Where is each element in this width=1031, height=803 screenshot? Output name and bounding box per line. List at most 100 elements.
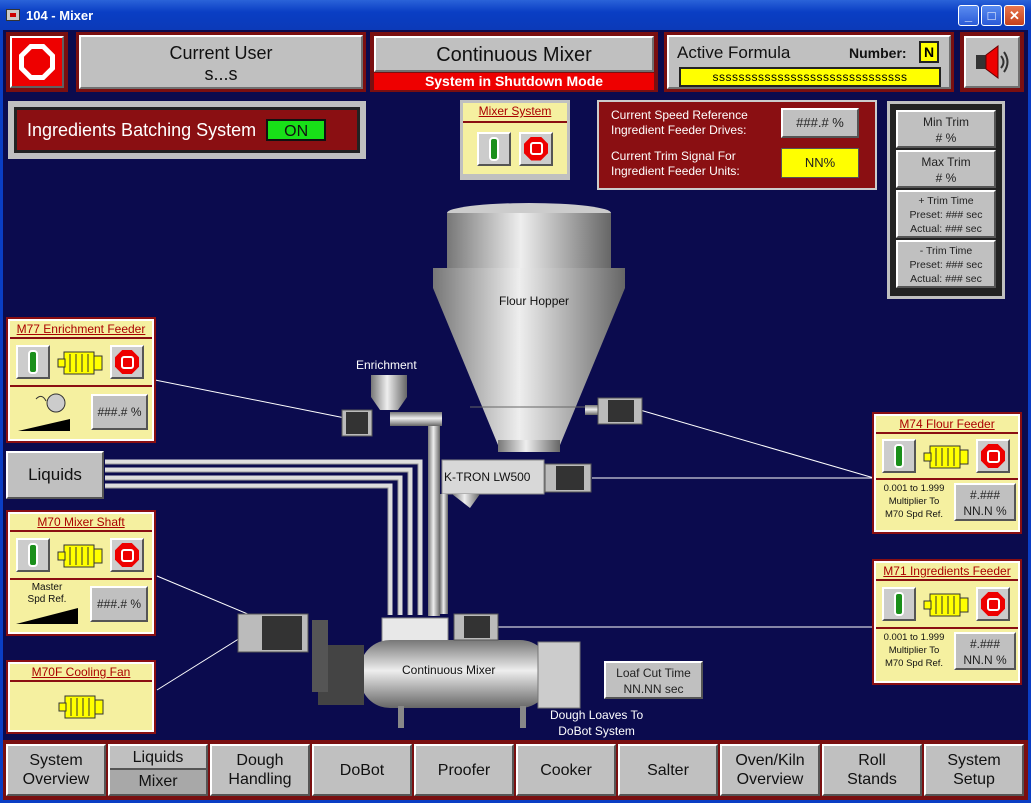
alarm-horn-button[interactable] xyxy=(964,36,1020,88)
m71-mult-label-2: Multiplier To xyxy=(888,645,940,656)
minus-trim-label: - Trim Time xyxy=(919,245,973,257)
batching-status-indicator[interactable]: ON xyxy=(266,119,327,141)
m74-start-button[interactable] xyxy=(882,439,916,473)
loaf-cut-time-button[interactable]: Loaf Cut Time NN.NN sec xyxy=(604,661,703,699)
ktron-label: K-TRON LW500 xyxy=(444,470,531,484)
dough-loaves-label-2: DoBot System xyxy=(558,724,635,738)
start-icon xyxy=(489,136,499,161)
m74-mult-label-1: 0.001 to 1.999 xyxy=(883,483,945,494)
m77-speed-value[interactable]: ###.# % xyxy=(90,394,148,430)
nav-label: DoBot xyxy=(339,761,385,779)
current-user-label: Current User xyxy=(169,43,273,63)
loaf-cut-value: NN.NN sec xyxy=(623,682,684,696)
nav-label: Roll xyxy=(858,752,886,769)
formula-number-field[interactable]: N xyxy=(919,41,939,63)
m71-multiplier-value[interactable]: #.### NN.N % xyxy=(954,631,1016,670)
m70-ref-label-1: Master xyxy=(31,582,63,593)
start-icon xyxy=(28,350,38,374)
nav-salter[interactable]: Salter xyxy=(618,744,718,796)
m74-multiplier: #.### xyxy=(969,487,1001,502)
nav-liquids[interactable]: Liquids xyxy=(110,746,206,770)
m70-speed-value[interactable]: ###.# % xyxy=(90,586,148,622)
m74-title[interactable]: M74 Flour Feeder xyxy=(876,416,1018,434)
maximize-icon[interactable]: □ xyxy=(981,5,1002,26)
close-icon[interactable]: ✕ xyxy=(1004,5,1025,26)
alarm-horn-panel xyxy=(960,32,1024,92)
start-icon xyxy=(894,444,904,468)
stop-icon xyxy=(981,444,1005,468)
m71-multiplier: #.### xyxy=(969,636,1001,651)
m74-panel: M74 Flour Feeder 0.001 to 1.999 Multipli… xyxy=(872,412,1022,534)
max-trim-button[interactable]: Max Trim# % xyxy=(896,150,996,188)
m74-mult-label-3: M70 Spd Ref. xyxy=(884,509,944,520)
m74-connector-line xyxy=(639,409,875,479)
nav-label: Cooker xyxy=(540,761,592,779)
trim-signal-value: NN% xyxy=(781,148,859,178)
liquid-pipes xyxy=(105,459,423,615)
flour-hopper xyxy=(433,203,625,452)
m70f-title[interactable]: M70F Cooling Fan xyxy=(10,664,152,682)
m70-panel: M70 Mixer Shaft Master Spd Ref. ###.# % xyxy=(6,510,156,636)
trim-signal-label-1: Current Trim Signal For xyxy=(611,149,736,163)
nav-dobot[interactable]: DoBot xyxy=(312,744,412,796)
nav-label: Dough xyxy=(236,752,284,769)
formula-name-field[interactable]: ssssssssssssssssssssssssssssss xyxy=(679,67,941,87)
m77-stop-button[interactable] xyxy=(110,345,144,379)
m70-stop-button[interactable] xyxy=(110,538,144,572)
dough-loaves-label-1: Dough Loaves To xyxy=(550,708,644,722)
stop-icon xyxy=(981,592,1005,616)
m74-stop-button[interactable] xyxy=(976,439,1010,473)
batching-system-panel: Ingredients Batching System ON xyxy=(8,101,366,159)
speed-ramp-icon xyxy=(16,608,78,624)
number-label: Number: xyxy=(849,45,907,61)
nav-label: Oven/Kiln xyxy=(735,752,805,769)
nav-label: System xyxy=(29,752,83,769)
nav-cooker[interactable]: Cooker xyxy=(516,744,616,796)
m71-title[interactable]: M71 Ingredients Feeder xyxy=(876,563,1018,581)
emergency-stop-button[interactable] xyxy=(10,36,64,88)
minus-trim-actual: Actual: ### sec xyxy=(910,273,982,285)
m74-motor xyxy=(597,397,643,425)
status-banner: System in Shutdown Mode xyxy=(374,73,654,90)
m77-start-button[interactable] xyxy=(16,345,50,379)
m70f-connector-line xyxy=(156,634,246,691)
continuous-mixer-label: Continuous Mixer xyxy=(402,663,496,677)
stop-icon xyxy=(524,136,548,161)
enrichment-hopper xyxy=(371,375,442,616)
mixer-start-button[interactable] xyxy=(477,131,511,166)
nav-liquids-mixer[interactable]: Liquids Mixer xyxy=(108,744,208,796)
current-user-value[interactable]: s...s xyxy=(204,64,238,84)
m71-start-button[interactable] xyxy=(882,587,916,621)
mixer-stop-button[interactable] xyxy=(519,131,553,166)
minus-trim-preset: Preset: ### sec xyxy=(909,259,983,271)
mixer-system-panel: Mixer System xyxy=(460,100,570,180)
minimize-icon[interactable]: _ xyxy=(958,5,979,26)
nav-label: Salter xyxy=(647,761,689,779)
min-trim-value: # % xyxy=(935,131,957,145)
m71-stop-button[interactable] xyxy=(976,587,1010,621)
m77-title[interactable]: M77 Enrichment Feeder xyxy=(10,321,152,339)
m70-start-button[interactable] xyxy=(16,538,50,572)
min-trim-button[interactable]: Min Trim# % xyxy=(896,110,996,148)
nav-label: System xyxy=(947,752,1001,769)
nav-proofer[interactable]: Proofer xyxy=(414,744,514,796)
liquids-button[interactable]: Liquids xyxy=(6,451,104,499)
m70-title[interactable]: M70 Mixer Shaft xyxy=(10,514,152,532)
trim-signal-label-2: Ingredient Feeder Units: xyxy=(611,164,740,178)
speed-reference-panel: Current Speed Reference Ingredient Feede… xyxy=(597,100,877,190)
m74-multiplier-value[interactable]: #.### NN.N % xyxy=(954,482,1016,521)
speed-ref-label-2: Ingredient Feeder Drives: xyxy=(611,123,747,137)
loaf-cut-label: Loaf Cut Time xyxy=(616,666,691,680)
flour-hopper-label: Flour Hopper xyxy=(499,294,570,308)
ktron-motor xyxy=(544,463,592,493)
plus-trim-actual: Actual: ### sec xyxy=(910,223,982,235)
nav-mixer[interactable]: Mixer xyxy=(110,770,206,794)
